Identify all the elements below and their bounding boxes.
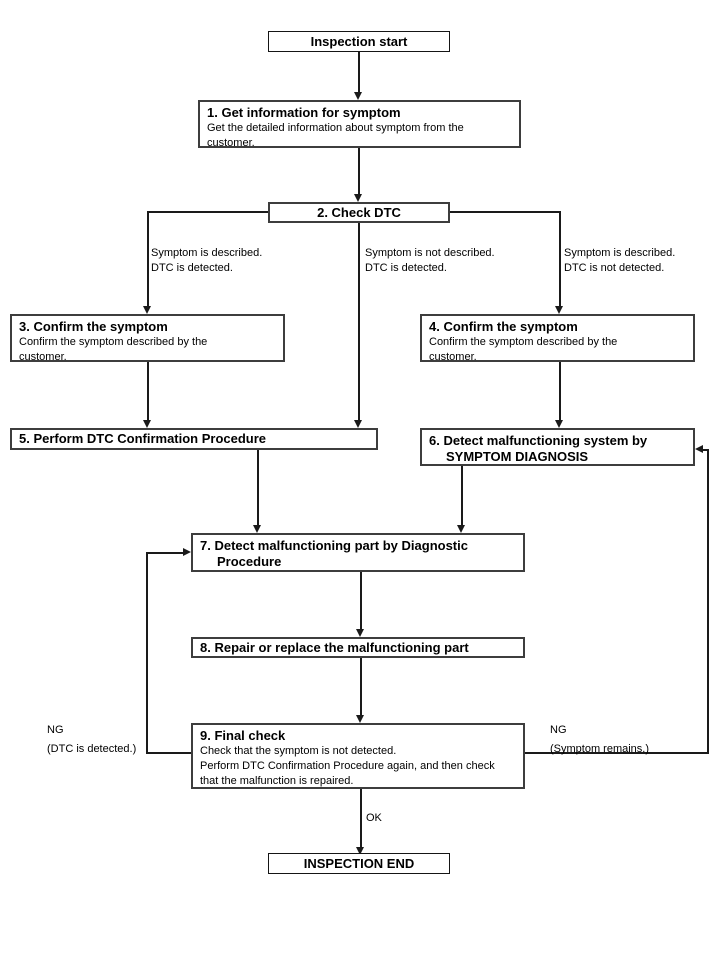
branch-label-middle-line1: Symptom is not described. <box>365 247 495 259</box>
ok-label: OK <box>366 812 382 824</box>
connector-ng-left-top <box>146 552 183 554</box>
connector-start-to-step1 <box>358 52 360 93</box>
arrowhead-step4-to-step6 <box>555 420 563 428</box>
ng-left-label: NG (DTC is detected.) <box>47 721 136 759</box>
step1-body: Get the detailed information about sympt… <box>207 122 464 149</box>
branch-label-left-line2: DTC is detected. <box>151 262 233 274</box>
ng-right-label-line2: (Symptom remains.) <box>550 743 650 755</box>
connector-ng-right-top <box>702 449 709 451</box>
connector-ng-right-bottom <box>525 752 709 754</box>
step8-box: 8. Repair or replace the malfunctioning … <box>191 637 525 658</box>
end-node-label: INSPECTION END <box>303 856 415 871</box>
connector-step9-to-end <box>360 789 362 847</box>
ng-right-label-line1: NG <box>550 724 567 736</box>
step4-title: 4. Confirm the symptom <box>429 319 578 334</box>
step4-box: 4. Confirm the symptom Confirm the sympt… <box>420 314 695 363</box>
connector-ng-right-vertical <box>707 449 709 753</box>
arrowhead-branch-right-to-step4 <box>555 306 563 314</box>
connector-step1-to-step2 <box>358 148 360 194</box>
step5-box: 5. Perform DTC Confirmation Procedure <box>10 428 378 450</box>
connector-step6-to-step7 <box>461 466 463 525</box>
start-node: Inspection start <box>268 31 450 52</box>
arrowhead-start-to-step1 <box>354 92 362 100</box>
connector-ng-left-bottom <box>146 752 191 754</box>
arrowhead-step9-to-end <box>356 847 364 855</box>
ng-left-label-line2: (DTC is detected.) <box>47 743 137 755</box>
arrowhead-step7-to-step8 <box>356 629 364 637</box>
branch-label-right-line2: DTC is not detected. <box>564 262 665 274</box>
ng-right-label: NG (Symptom remains.) <box>550 721 649 759</box>
arrowhead-branch-middle-to-step5 <box>354 420 362 428</box>
step7-box: 7. Detect malfunctioning part by Diagnos… <box>191 533 525 572</box>
arrowhead-step3-to-step5 <box>143 420 151 428</box>
step9-title: 9. Final check <box>200 728 286 743</box>
step8-title: 8. Repair or replace the malfunctioning … <box>200 639 469 655</box>
step1-title: 1. Get information for symptom <box>207 105 401 120</box>
step3-body: Confirm the symptom described by the cus… <box>19 336 208 363</box>
step6-box: 6. Detect malfunctioning system by SYMPT… <box>420 428 695 466</box>
connector-step7-to-step8 <box>360 572 362 629</box>
arrowhead-step6-to-step7 <box>457 525 465 533</box>
start-node-label: Inspection start <box>310 34 408 49</box>
step5-title: 5. Perform DTC Confirmation Procedure <box>19 431 267 446</box>
step1-box: 1. Get information for symptom Get the d… <box>198 100 521 149</box>
step3-title: 3. Confirm the symptom <box>19 319 168 334</box>
connector-ng-left-vertical <box>146 552 148 753</box>
branch-label-left: Symptom is described. DTC is detected. <box>151 246 262 276</box>
connector-step3-to-step5 <box>147 362 149 420</box>
step9-body-line2: Perform DTC Confirmation Procedure again… <box>200 760 495 787</box>
connector-step8-to-step9 <box>360 658 362 715</box>
connector-branch-right-horizontal <box>450 211 561 213</box>
step9-body-line1: Check that the symptom is not detected. <box>200 745 397 757</box>
step6-title-line2: SYMPTOM DIAGNOSIS <box>446 449 589 464</box>
connector-branch-left-vertical <box>147 211 149 306</box>
arrowhead-branch-left-to-step3 <box>143 306 151 314</box>
branch-label-middle-line2: DTC is detected. <box>365 262 447 274</box>
branch-label-left-line1: Symptom is described. <box>151 247 263 259</box>
arrowhead-step8-to-step9 <box>356 715 364 723</box>
arrowhead-step1-to-step2 <box>354 194 362 202</box>
arrowhead-ng-left-to-step7 <box>183 548 191 556</box>
branch-label-right: Symptom is described. DTC is not detecte… <box>564 246 675 276</box>
connector-branch-middle-vertical <box>358 223 360 420</box>
step6-title-line1: 6. Detect malfunctioning system by <box>429 433 648 448</box>
step2-box: 2. Check DTC <box>268 202 450 223</box>
connector-step4-to-step6 <box>559 362 561 420</box>
ng-left-label-line1: NG <box>47 724 64 736</box>
arrowhead-step5-to-step7 <box>253 525 261 533</box>
step2-title: 2. Check DTC <box>317 205 401 220</box>
connector-step5-to-step7 <box>257 450 259 525</box>
connector-branch-left-horizontal <box>147 211 268 213</box>
connector-branch-right-vertical <box>559 211 561 306</box>
end-node: INSPECTION END <box>268 853 450 874</box>
step4-body: Confirm the symptom described by the cus… <box>429 336 618 363</box>
branch-label-right-line1: Symptom is described. <box>564 247 676 259</box>
step9-box: 9. Final check Check that the symptom is… <box>191 723 525 789</box>
step7-title-line2: Procedure <box>217 554 282 569</box>
step3-box: 3. Confirm the symptom Confirm the sympt… <box>10 314 285 363</box>
branch-label-middle: Symptom is not described. DTC is detecte… <box>365 246 495 276</box>
step7-title-line1: 7. Detect malfunctioning part by Diagnos… <box>200 538 468 553</box>
arrowhead-ng-right-to-step6 <box>695 445 703 453</box>
